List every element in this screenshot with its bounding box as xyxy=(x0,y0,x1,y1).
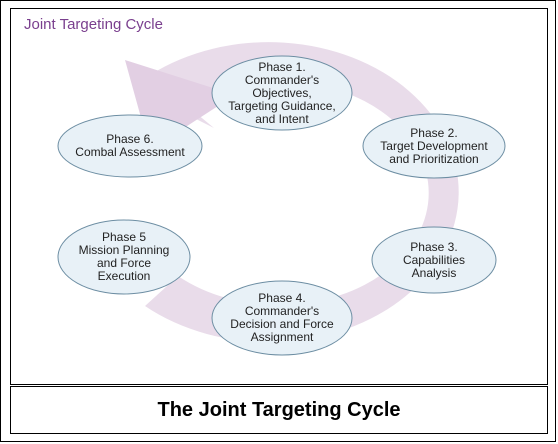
phase-6-label: Phase 6. Combal Assessment xyxy=(75,132,185,159)
phase-5-label: Phase 5 Mission Planning and Force Execu… xyxy=(78,230,170,283)
phase-2-node xyxy=(362,113,506,179)
figure-caption: The Joint Targeting Cycle xyxy=(157,398,401,421)
phase-5-node xyxy=(57,219,191,295)
phase-3-label: Phase 3. Capabilities Analysis xyxy=(402,239,466,280)
panel-title: Joint Targeting Cycle xyxy=(24,16,163,33)
cycle-arrow-ring xyxy=(145,42,459,343)
phase-4-label: Phase 4. Commander's Decision and Force … xyxy=(230,291,334,344)
phase-3-node xyxy=(371,226,497,294)
phase-2-label: Phase 2. Target Development and Prioriti… xyxy=(380,125,488,166)
caption-box: The Joint Targeting Cycle xyxy=(10,386,548,434)
phase-4-node xyxy=(211,280,353,356)
phase-1-node xyxy=(211,55,353,131)
phase-6-node xyxy=(57,114,203,178)
phase-1-label: Phase 1. Commander's Objectives, Targeti… xyxy=(228,59,336,126)
